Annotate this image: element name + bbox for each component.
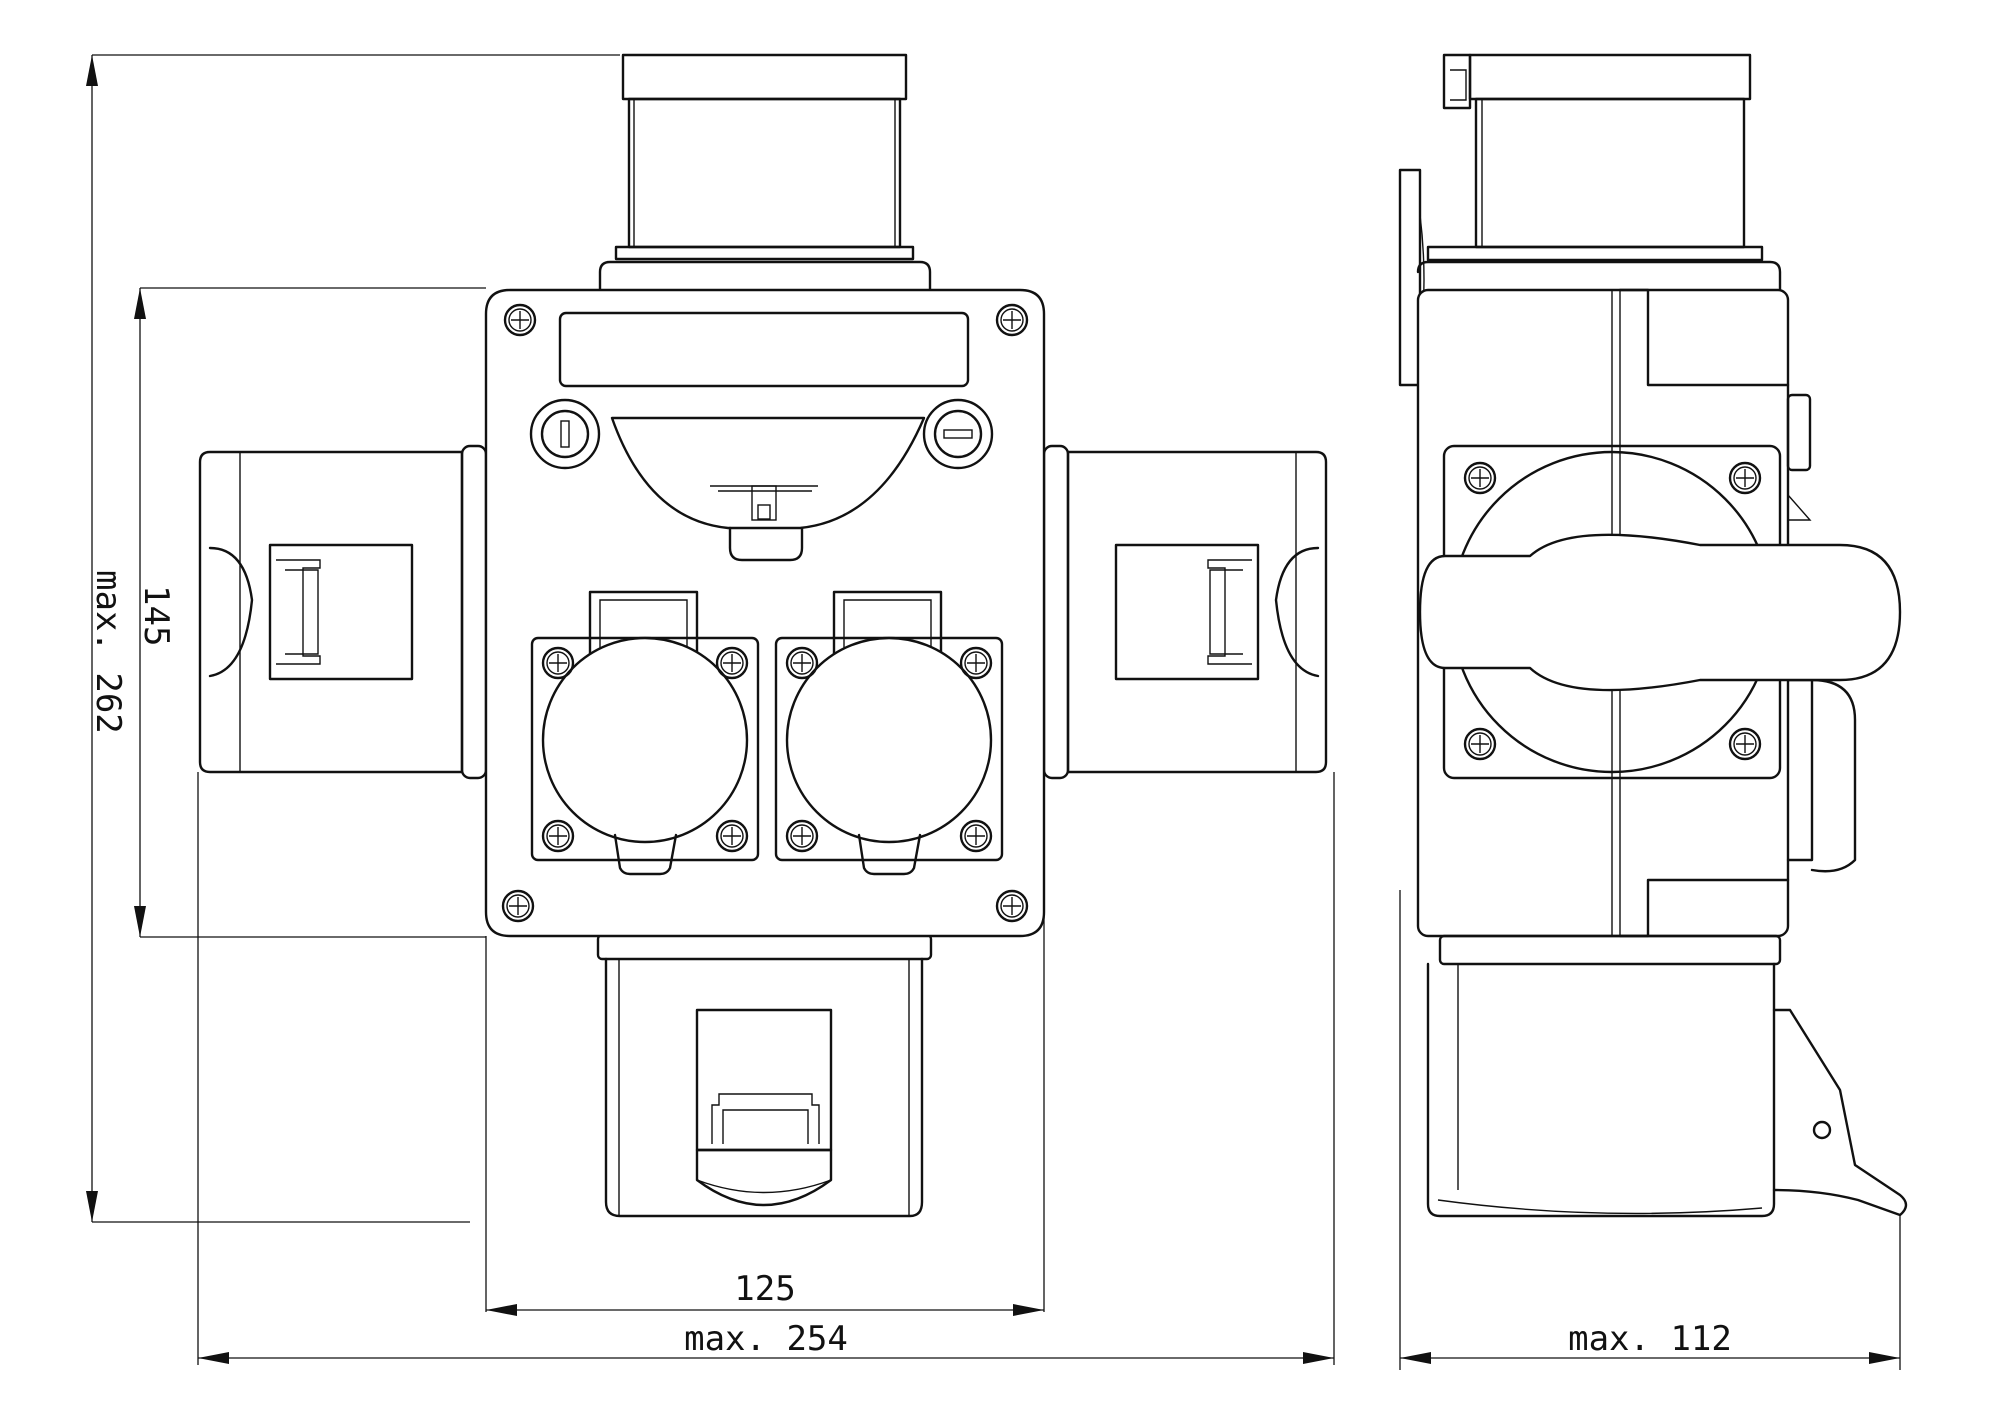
screw-icon [541,819,575,853]
screw-icon [995,303,1029,337]
screw-icon [1728,727,1762,761]
main-body [484,288,1046,938]
dim-overall-height: max. 262 [88,570,128,734]
dim-body-height: 145 [136,585,176,646]
screw-icon [1463,461,1497,495]
top-cee-socket [598,53,932,292]
socket-outlet-icon [530,590,760,876]
screw-icon [959,819,993,853]
screw-icon [715,646,749,680]
screw-icon [995,889,1029,923]
screw-icon [715,819,749,853]
side-view [1398,53,1908,1218]
dimension-lines [86,54,1901,1370]
hinged-lid [1418,533,1902,692]
screw-icon [959,646,993,680]
bottom-cee-socket [596,933,933,1218]
screw-icon [785,646,819,680]
screw-icon [541,646,575,680]
dim-overall-width: max. 254 [684,1319,848,1359]
screw-icon [1728,461,1762,495]
on-switch-icon [529,398,601,470]
left-cee-socket [198,444,488,780]
screw-icon [501,889,535,923]
off-switch-icon [922,398,994,470]
screw-icon [503,303,537,337]
screw-icon [785,819,819,853]
right-cee-socket [1042,444,1328,780]
front-view [198,53,1328,1218]
screw-icon [1463,727,1497,761]
dim-side-depth: max. 112 [1568,1319,1732,1359]
dim-body-width: 125 [734,1269,795,1309]
socket-outlet-icon [774,590,1004,876]
